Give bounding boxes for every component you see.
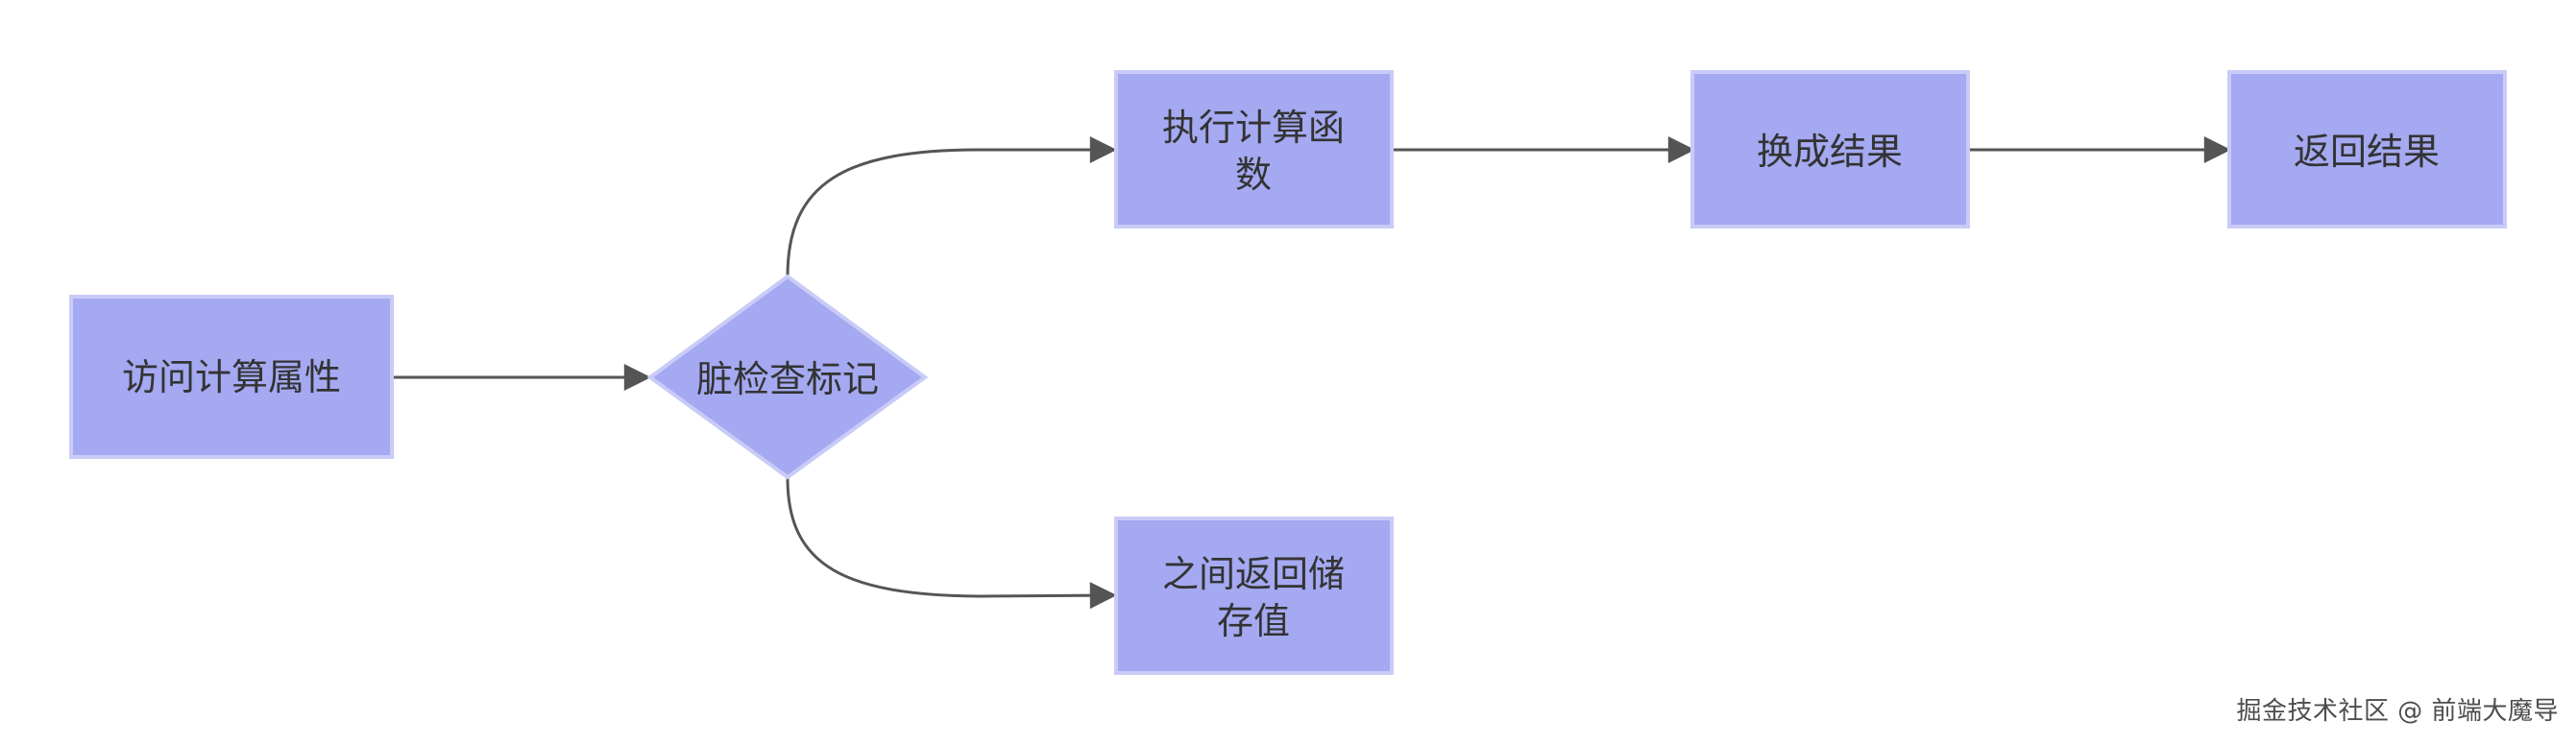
node-box	[2227, 70, 2507, 229]
node-box	[1114, 517, 1394, 675]
node-execute-compute-fn: 执行计算函 数	[1114, 70, 1394, 229]
node-access-computed: 访问计算属性	[69, 295, 394, 459]
node-box	[1690, 70, 1970, 229]
node-dirty-check: 脏检查标记	[646, 274, 929, 480]
node-label-line1: 执行计算函	[1162, 107, 1345, 149]
node-label: 换成结果	[1757, 131, 1903, 173]
decision-diamond	[646, 274, 929, 480]
edge-dirty-check-to-execute	[786, 136, 1117, 277]
node-return-cached: 之间返回储 存值	[1114, 517, 1394, 675]
node-box	[1114, 70, 1394, 229]
node-return-result: 返回结果	[2227, 70, 2507, 229]
node-box	[69, 295, 394, 459]
edge-dirty-check-to-cached	[786, 477, 1117, 610]
node-convert-result: 换成结果	[1690, 70, 1970, 229]
node-label-line2: 数	[1235, 154, 1272, 196]
watermark: 掘金技术社区 @ 前端大魔导	[2236, 697, 2559, 726]
node-label-line1: 之间返回储	[1162, 553, 1345, 595]
node-label: 返回结果	[2294, 131, 2440, 173]
node-label-line2: 存值	[1217, 600, 1290, 642]
edges	[394, 136, 2231, 610]
node-label: 访问计算属性	[122, 356, 341, 398]
node-label: 脏检查标记	[696, 358, 879, 400]
